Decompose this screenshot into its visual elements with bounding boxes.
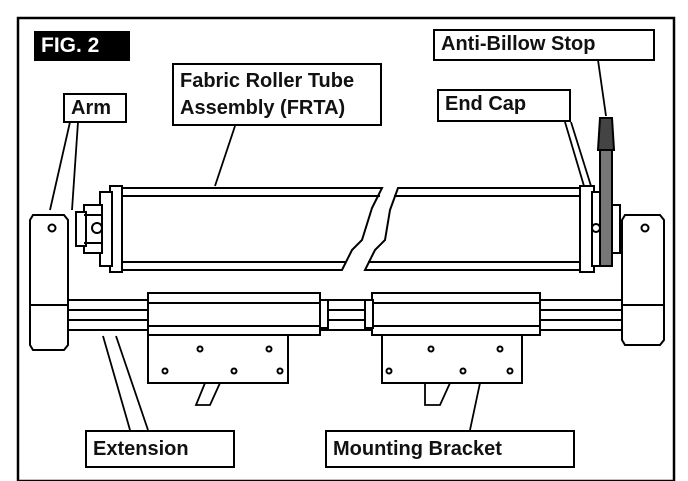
fabric-roller-tube <box>119 187 583 271</box>
leader-lines <box>49 59 607 431</box>
label-arm: Arm <box>63 93 127 123</box>
label-anti-billow-stop-text: Anti-Billow Stop <box>441 33 596 55</box>
figure-tag: FIG. 2 <box>34 31 130 61</box>
left-end-mechanism <box>75 185 123 273</box>
label-mounting-bracket-text: Mounting Bracket <box>333 438 502 460</box>
label-anti-billow-stop: Anti-Billow Stop <box>433 29 655 61</box>
anti-billow-stop <box>596 117 616 267</box>
right-arm <box>621 214 665 346</box>
label-frta-line1: Fabric Roller Tube <box>180 70 355 92</box>
label-frta-line2: Assembly (FRTA) <box>180 97 346 119</box>
left-arm <box>29 214 69 351</box>
label-extension-text: Extension <box>93 438 189 460</box>
label-end-cap-text: End Cap <box>445 93 527 115</box>
mounting-bracket-left <box>147 292 329 384</box>
mounting-bracket-right <box>364 292 541 384</box>
label-arm-text: Arm <box>71 97 112 119</box>
figure-frame <box>16 16 676 481</box>
label-end-cap: End Cap <box>437 89 571 122</box>
label-mounting-bracket: Mounting Bracket <box>325 430 575 468</box>
label-extension: Extension <box>85 430 235 468</box>
label-frta: Fabric Roller Tube Assembly (FRTA) <box>172 63 382 126</box>
